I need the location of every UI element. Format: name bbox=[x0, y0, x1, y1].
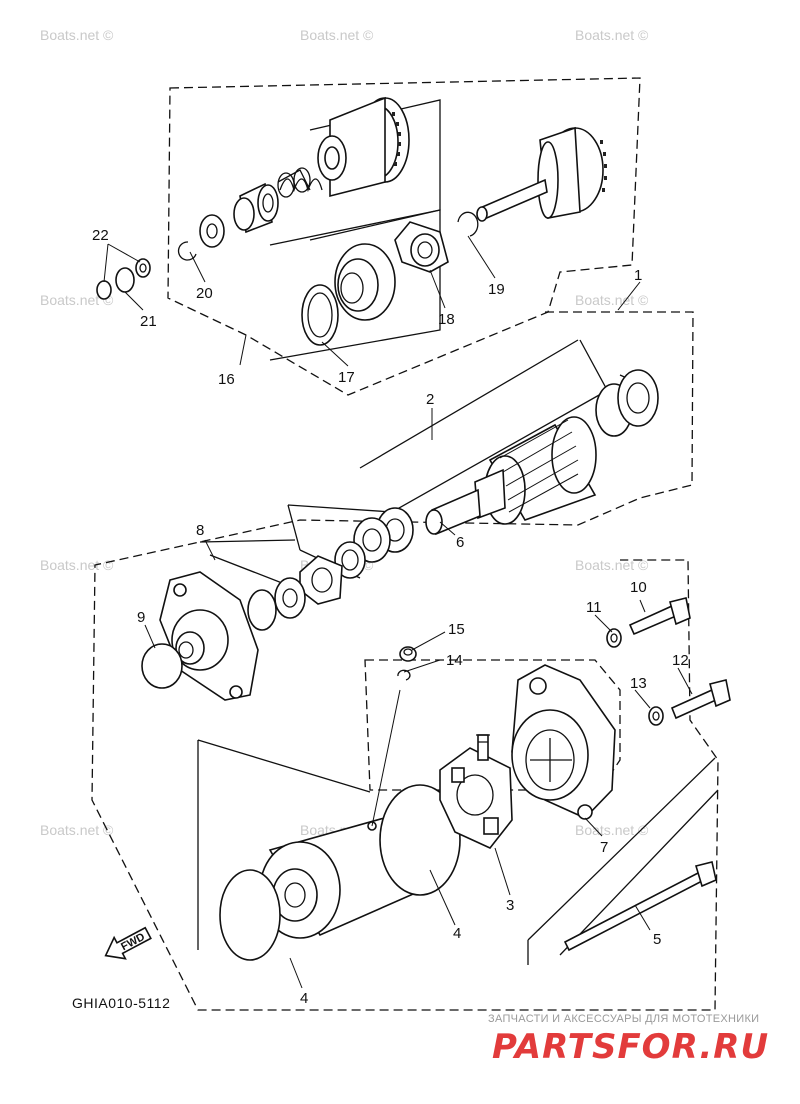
bolt-12 bbox=[670, 679, 731, 720]
label-20: 20 bbox=[196, 285, 213, 302]
nut-15 bbox=[399, 646, 417, 662]
spacer-collar bbox=[233, 182, 279, 234]
thrust-bearing-17 bbox=[301, 284, 339, 346]
leader-lines bbox=[103, 235, 693, 989]
washers-6 bbox=[287, 504, 414, 605]
label-7: 7 bbox=[600, 839, 608, 856]
watermark: Boats.net © bbox=[40, 27, 114, 43]
fwd-arrow-icon: FWD bbox=[104, 926, 152, 960]
boundary-1 bbox=[91, 311, 719, 1011]
armature-shaft-gear bbox=[269, 126, 607, 361]
label-4b: 4 bbox=[300, 990, 308, 1007]
retainer-plate-18 bbox=[394, 221, 449, 273]
part-labels: 1 2 3 4 4 5 6 7 8 9 10 11 12 13 14 15 16… bbox=[92, 227, 689, 1007]
label-21: 21 bbox=[140, 313, 157, 330]
through-bolt-5 bbox=[527, 757, 719, 965]
label-8: 8 bbox=[196, 522, 204, 539]
label-6: 6 bbox=[456, 534, 464, 551]
label-22: 22 bbox=[92, 227, 109, 244]
washer-20-area bbox=[177, 214, 225, 261]
bearing-housing bbox=[334, 243, 396, 321]
brush-holder bbox=[439, 734, 513, 849]
label-16: 16 bbox=[218, 371, 235, 388]
watermark: Boats.net © bbox=[300, 27, 374, 43]
label-17: 17 bbox=[338, 369, 355, 386]
circlip-19 bbox=[457, 211, 479, 237]
washer-11 bbox=[606, 628, 622, 648]
label-2: 2 bbox=[426, 391, 434, 408]
watermark: Boats.net © bbox=[40, 292, 114, 308]
label-4: 4 bbox=[453, 925, 461, 942]
bolt-10 bbox=[628, 597, 691, 636]
watermark: Boats.net © bbox=[575, 557, 649, 573]
label-18: 18 bbox=[438, 311, 455, 328]
front-cover bbox=[141, 539, 306, 701]
watermark: Boats.net © bbox=[40, 822, 114, 838]
drive-pinion-assembly bbox=[309, 96, 441, 241]
rear-cover bbox=[511, 664, 616, 820]
label-19: 19 bbox=[488, 281, 505, 298]
watermark: Boats.net © bbox=[575, 27, 649, 43]
label-14: 14 bbox=[446, 652, 463, 669]
label-15: 15 bbox=[448, 621, 465, 638]
bushing-21-22 bbox=[96, 258, 151, 300]
diagram-code: GHIA010-5112 bbox=[72, 995, 170, 1011]
label-10: 10 bbox=[630, 579, 647, 596]
label-3: 3 bbox=[506, 897, 514, 914]
armature bbox=[359, 339, 659, 536]
brand-tagline: ЗАПЧАСТИ И АКСЕССУАРЫ ДЛЯ МОТОТЕХНИКИ bbox=[488, 1013, 759, 1025]
watermark: Boats.net © bbox=[575, 292, 649, 308]
group-boundaries bbox=[91, 77, 719, 1011]
label-12: 12 bbox=[672, 652, 689, 669]
label-5: 5 bbox=[653, 931, 661, 948]
yoke-field-frame bbox=[197, 739, 461, 961]
boundary-7 bbox=[364, 659, 621, 791]
label-9: 9 bbox=[137, 609, 145, 626]
label-1: 1 bbox=[634, 267, 642, 284]
label-11: 11 bbox=[586, 599, 602, 616]
label-13: 13 bbox=[630, 675, 647, 692]
brand-logo: ЗАПЧАСТИ И АКСЕССУАРЫ ДЛЯ МОТОТЕХНИКИ PA… bbox=[488, 1013, 769, 1067]
watermark: Boats.net © bbox=[575, 822, 649, 838]
washer-13 bbox=[648, 706, 664, 726]
watermark: Boats.net © bbox=[40, 557, 114, 573]
spring bbox=[277, 167, 323, 198]
brand-logo-text: PARTSFOR.RU bbox=[492, 1027, 769, 1067]
fwd-label: FWD bbox=[119, 931, 147, 953]
